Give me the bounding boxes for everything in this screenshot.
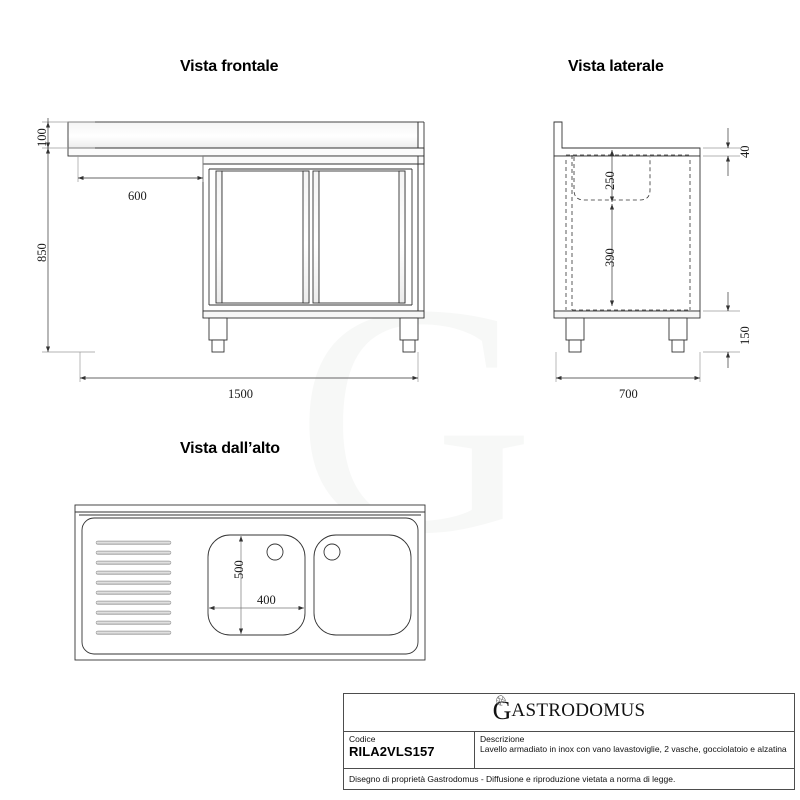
top-view-dimensions: [209, 536, 304, 634]
copyright-notice: Disegno di proprietà Gastrodomus - Diffu…: [349, 774, 676, 784]
code-cell: Codice RILA2VLS157: [344, 732, 475, 768]
dim-label-bowl-depth-plan: 500: [232, 560, 246, 579]
side-view-title: Vista laterale: [568, 58, 664, 75]
code-caption: Codice: [349, 734, 376, 744]
gastrodomus-logo: G ASTRODOMUS: [492, 695, 646, 725]
dim-label-bowl-width-plan: 400: [257, 593, 276, 607]
side-view-leg-front: [565, 317, 585, 353]
dim-label-top-thickness: 40: [738, 145, 752, 159]
description-cell: Descrizione Lavello armadiato in inox co…: [475, 732, 794, 768]
top-view-title: Vista dall’alto: [180, 440, 280, 457]
logo-crest-icon: [496, 695, 506, 706]
side-view-dimensions: [555, 128, 740, 382]
description-caption: Descrizione: [480, 734, 525, 744]
top-view-drawing: [74, 504, 426, 661]
dim-label-under-bowl-height: 390: [603, 248, 617, 267]
front-view-leg-left: [208, 317, 228, 353]
logo-initial: G: [492, 696, 512, 725]
logo-wordmark: ASTRODOMUS: [511, 700, 646, 721]
front-view-leg-right: [399, 317, 419, 353]
dim-label-overall-width: 1500: [228, 387, 253, 401]
drainer-grooves: [95, 540, 172, 635]
dim-label-leg-height: 150: [738, 326, 752, 345]
side-view-drawing: [553, 121, 701, 353]
dim-label-overall-height: 850: [35, 243, 49, 262]
front-view-title: Vista frontale: [180, 58, 279, 75]
top-view-bowl-right: [313, 534, 412, 636]
dim-label-bowl-depth: 250: [603, 171, 617, 190]
front-view-drawing: [67, 121, 425, 353]
description-value: Lavello armadiato in inox con vano lavas…: [480, 744, 787, 754]
title-block-info-row: Codice RILA2VLS157 Descrizione Lavello a…: [344, 732, 794, 769]
side-view-leg-back: [668, 317, 688, 353]
top-view-bowl-left: [207, 534, 306, 636]
front-view-dimensions: [42, 118, 419, 382]
code-value: RILA2VLS157: [349, 744, 435, 759]
title-block: G ASTRODOMUS Codice RILA2VLS157 Descrizi…: [343, 693, 795, 790]
title-block-logo-row: G ASTRODOMUS: [344, 694, 794, 732]
title-block-footer-row: Disegno di proprietà Gastrodomus - Diffu…: [344, 769, 794, 789]
dim-label-dishwasher-bay-width: 600: [128, 189, 147, 203]
dim-label-upstand-height: 100: [35, 128, 49, 147]
dim-label-overall-depth: 700: [619, 387, 638, 401]
